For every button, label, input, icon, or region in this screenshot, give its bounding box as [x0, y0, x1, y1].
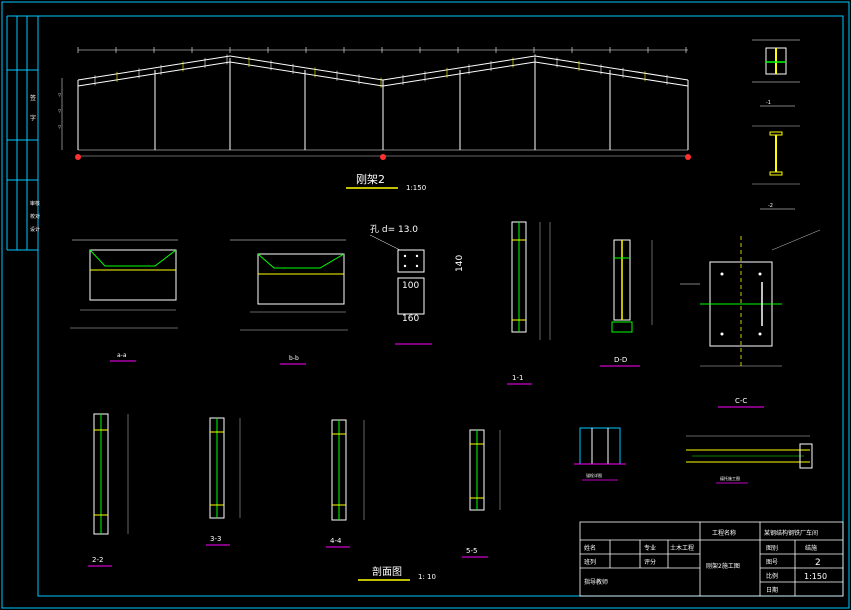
label-1-1: 1-1 — [512, 374, 523, 382]
detail-b-b: b-b — [230, 239, 348, 365]
hole-note: 孔 d= 13.0 — [370, 224, 418, 235]
title-block — [579, 521, 844, 597]
label-a-a: a-a — [117, 352, 127, 359]
svg-text:-2: -2 — [768, 203, 773, 209]
detail-top-right: -1 -2 — [752, 39, 800, 210]
detail-2-2: 2-2 — [88, 413, 129, 567]
svg-text:姓名: 姓名 — [584, 544, 596, 552]
tb-project-label: 工程名称 — [712, 529, 736, 537]
detail-4-4: 4-4 — [326, 419, 365, 548]
detail-purlin: 檩托施工图 — [686, 435, 813, 484]
detail-3-3: 3-3 — [206, 417, 241, 546]
left-strip: 签 字 审核 校对 设计 — [6, 15, 40, 251]
inner-frame — [37, 15, 844, 597]
axis-marker-b — [380, 154, 386, 160]
main-title: 刚架2 — [356, 173, 385, 186]
svg-text:土木工程: 土木工程 — [670, 544, 694, 552]
svg-text:-1: -1 — [766, 100, 771, 106]
detail-c-c: C-C — [680, 229, 821, 408]
plate-dim-a: 100 — [402, 281, 419, 291]
svg-text:檩托施工图: 檩托施工图 — [720, 475, 740, 481]
label-b-b: b-b — [289, 355, 299, 362]
detail-d-d: D-D — [600, 239, 653, 367]
label-c-c: C-C — [735, 397, 747, 405]
label-3-3: 3-3 — [210, 535, 221, 543]
svg-text:1:150: 1:150 — [804, 572, 827, 581]
svg-text:比例: 比例 — [766, 572, 778, 580]
svg-text:专业: 专业 — [644, 544, 656, 552]
detail-plate: 孔 d= 13.0 100 160 140 — [369, 224, 465, 345]
detail-1-1: 1-1 — [507, 221, 551, 385]
label-d-d: D-D — [614, 356, 627, 364]
tb-project-name: 某钢结构钢铁厂车间 — [764, 529, 818, 537]
svg-text:锚栓详图: 锚栓详图 — [586, 472, 602, 478]
svg-text:▽: ▽ — [58, 124, 62, 129]
svg-text:班列: 班列 — [584, 558, 596, 566]
plate-dim-c: 140 — [455, 255, 465, 272]
axis-marker-c — [685, 154, 691, 160]
tb-drawing-name: 刚架2施工图 — [706, 562, 740, 570]
svg-text:▽: ▽ — [58, 108, 62, 113]
svg-text:图号: 图号 — [766, 559, 778, 566]
main-scale: 1:150 — [406, 184, 426, 192]
label-5-5: 5-5 — [466, 547, 477, 555]
strip-label-check: 校对 — [30, 213, 40, 220]
strip-label-design: 设计 — [30, 226, 40, 233]
svg-text:结施: 结施 — [805, 544, 817, 552]
section-scale: 1: 10 — [418, 573, 436, 581]
detail-5-5: 5-5 — [462, 429, 501, 558]
plate-dim-b: 160 — [402, 314, 419, 324]
svg-text:评分: 评分 — [644, 558, 656, 566]
svg-text:▽: ▽ — [58, 92, 62, 97]
detail-a-a: a-a — [70, 239, 178, 362]
axis-marker-a — [75, 154, 81, 160]
svg-text:日期: 日期 — [766, 586, 778, 594]
detail-anchor: 锚栓详图 — [574, 427, 626, 481]
label-4-4: 4-4 — [330, 537, 342, 545]
label-2-2: 2-2 — [92, 556, 103, 564]
section-title: 剖面图 — [372, 565, 402, 578]
strip-label-char: 字 — [30, 114, 36, 122]
svg-text:指导教师: 指导教师 — [584, 578, 608, 586]
strip-label-sign: 签 — [30, 94, 36, 102]
strip-label-review: 审核 — [30, 200, 40, 207]
svg-text:2: 2 — [815, 558, 821, 568]
portal-frame-elevation: ▽ ▽ ▽ — [58, 47, 691, 160]
svg-text:图别: 图别 — [766, 544, 778, 552]
